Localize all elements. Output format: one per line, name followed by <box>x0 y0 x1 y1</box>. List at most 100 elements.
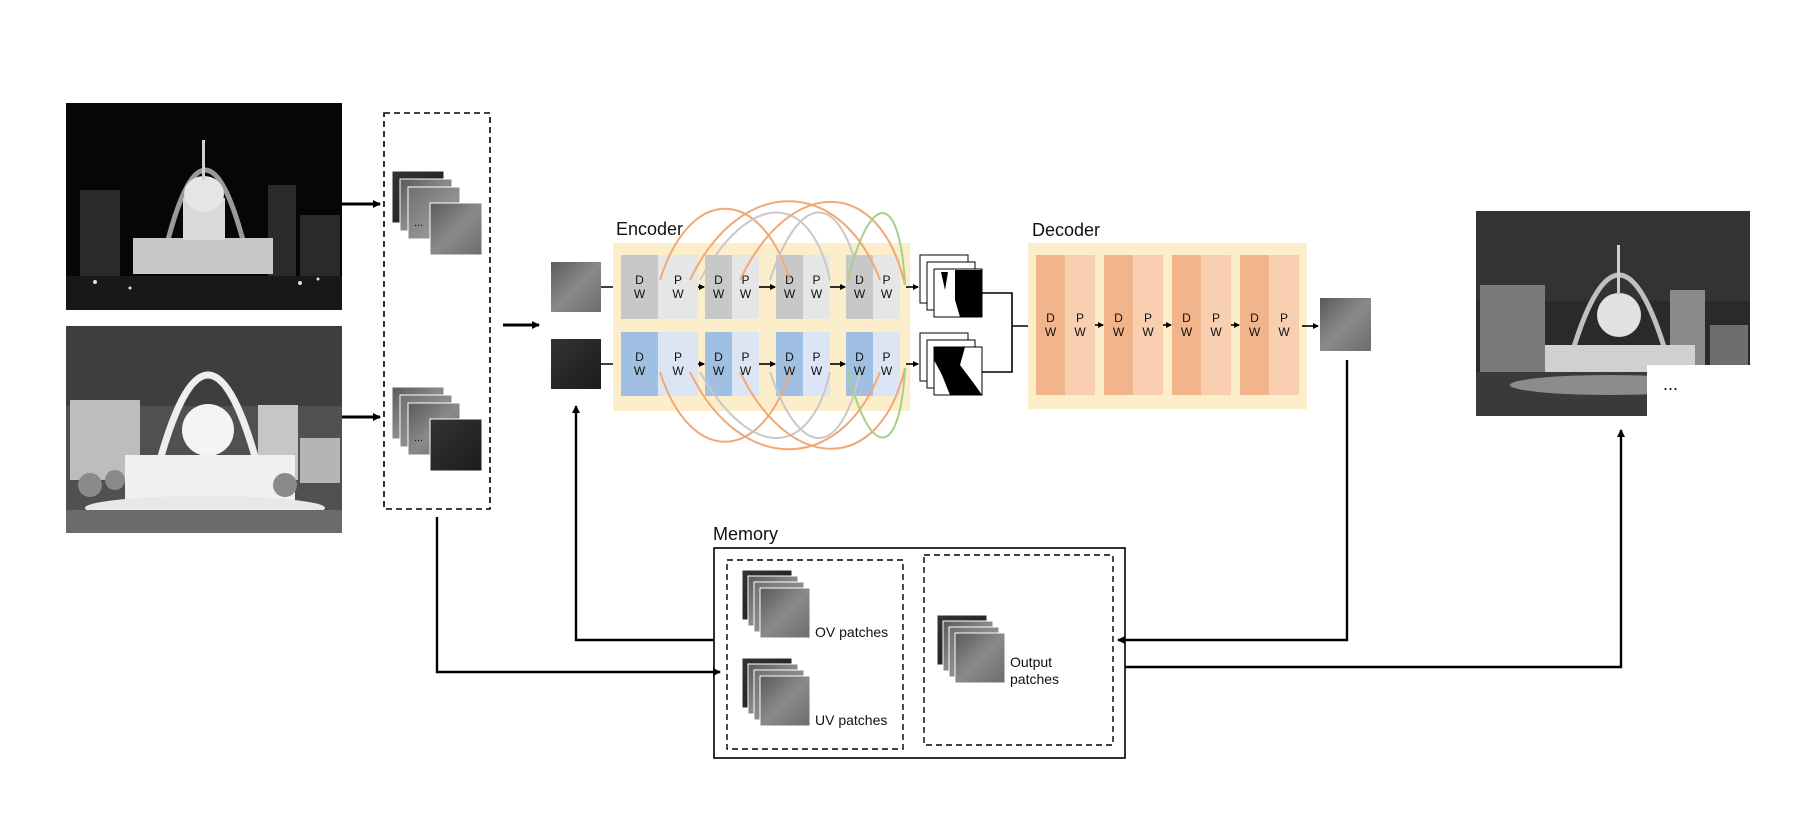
pw-block <box>1065 255 1095 395</box>
pw-label: W <box>1210 325 1222 339</box>
feature-maps-bottom <box>919 332 983 396</box>
arrow-memory-to-encoder-input <box>572 405 714 642</box>
dw-block <box>1036 255 1065 395</box>
arrow-memory-to-output-image <box>1125 429 1625 669</box>
dw-label: D <box>635 273 644 287</box>
dw-label: D <box>785 350 794 364</box>
output-fused-image <box>1476 211 1750 416</box>
dw-label: W <box>713 287 725 301</box>
pw-label: W <box>672 287 684 301</box>
pw-block <box>873 255 900 319</box>
dw-label: D <box>1046 311 1055 325</box>
pw-label: W <box>811 364 823 378</box>
patch-stack-overexposed <box>391 386 483 472</box>
uv-patch-stack <box>741 657 811 727</box>
dw-block <box>1172 255 1201 395</box>
pw-label: P <box>741 350 749 364</box>
pw-label: P <box>674 350 682 364</box>
arrow-output-patch-to-memory <box>1117 360 1349 644</box>
dw-label: D <box>714 350 723 364</box>
output-patch-stack <box>936 614 1006 684</box>
pw-label: P <box>882 350 890 364</box>
dw-label: D <box>855 350 864 364</box>
input-patch-top <box>551 262 601 312</box>
dw-label: W <box>784 287 796 301</box>
dw-label: D <box>635 350 644 364</box>
pw-label: W <box>881 287 893 301</box>
dw-label: W <box>1181 325 1193 339</box>
dw-label: D <box>1114 311 1123 325</box>
memory-box <box>713 547 1126 759</box>
patch-extraction-box <box>383 112 491 510</box>
output-patches-label-line2: patches <box>1010 671 1059 687</box>
input-patch-bottom <box>551 339 601 389</box>
merge-lines <box>982 292 1013 373</box>
decoder-title: Decoder <box>1032 220 1100 240</box>
pw-label: P <box>1280 311 1288 325</box>
memory-title: Memory <box>713 524 778 544</box>
pw-label: P <box>882 273 890 287</box>
pw-block <box>873 332 900 396</box>
feature-maps-top <box>919 254 983 318</box>
dw-label: W <box>634 287 646 301</box>
output-patch <box>1320 298 1371 351</box>
pw-block <box>732 255 759 319</box>
ov-patch-stack <box>741 569 811 639</box>
dw-label: D <box>1182 311 1191 325</box>
pw-label: W <box>740 364 752 378</box>
encoder-title: Encoder <box>616 219 683 239</box>
memory-output-patches-box <box>923 554 1114 746</box>
more-outputs-ellipsis: ... <box>1663 374 1678 394</box>
dw-block <box>846 332 873 396</box>
pw-label: W <box>1074 325 1086 339</box>
output-image-overlap <box>1647 365 1751 417</box>
dw-block <box>621 255 658 319</box>
patch-stack-ellipsis-2: ... <box>414 432 423 444</box>
dw-label: W <box>854 287 866 301</box>
dw-label: W <box>1249 325 1261 339</box>
dw-block <box>1104 255 1133 395</box>
arrow-patches-to-memory <box>435 517 721 676</box>
output-patches-label-line1: Output <box>1010 654 1052 670</box>
pw-label: W <box>1278 325 1290 339</box>
dw-label: W <box>1045 325 1057 339</box>
pw-block <box>1133 255 1163 395</box>
input-image-overexposed <box>66 326 342 533</box>
ov-patches-label: OV patches <box>815 624 888 640</box>
pw-label: P <box>1212 311 1220 325</box>
dw-label: W <box>713 364 725 378</box>
uv-patches-label: UV patches <box>815 712 887 728</box>
pw-block <box>732 332 759 396</box>
pw-label: W <box>811 287 823 301</box>
pw-block <box>1269 255 1299 395</box>
dw-block <box>705 332 732 396</box>
encoder-skip-connections <box>659 200 906 451</box>
memory-input-patches-box <box>726 559 904 750</box>
patch-stack-ellipsis-1: ... <box>414 217 423 229</box>
pw-label: P <box>741 273 749 287</box>
pw-label: P <box>812 350 820 364</box>
pw-label: P <box>674 273 682 287</box>
pw-label: P <box>1076 311 1084 325</box>
patch-stack-underexposed <box>391 170 483 256</box>
dw-label: W <box>854 364 866 378</box>
dw-block <box>776 255 803 319</box>
dw-label: D <box>1250 311 1259 325</box>
pw-label: W <box>672 364 684 378</box>
dw-block <box>846 255 873 319</box>
pw-label: W <box>881 364 893 378</box>
dw-block <box>776 332 803 396</box>
input-image-underexposed <box>66 103 342 310</box>
pw-label: W <box>740 287 752 301</box>
pw-label: P <box>812 273 820 287</box>
dw-label: W <box>634 364 646 378</box>
pw-block <box>1201 255 1231 395</box>
dw-label: W <box>784 364 796 378</box>
dw-label: W <box>1113 325 1125 339</box>
pw-label: W <box>1142 325 1154 339</box>
dw-block <box>1240 255 1269 395</box>
